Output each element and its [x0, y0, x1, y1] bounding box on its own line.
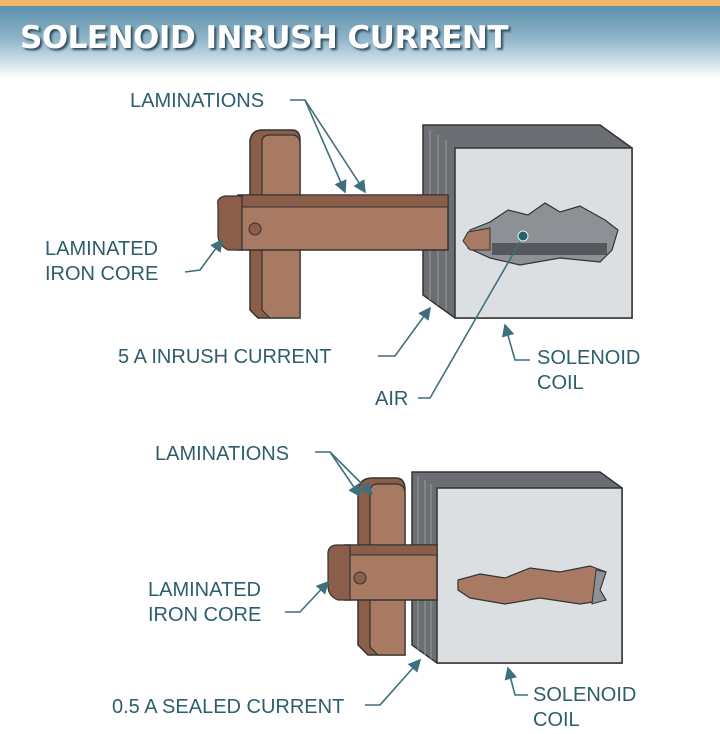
bottom-iron-core [327, 477, 438, 656]
title-banner: SOLENOID INRUSH CURRENT [0, 6, 720, 78]
bottom-core-label-line1: LAMINATED [148, 579, 261, 601]
top-iron-core [217, 129, 449, 319]
top-laminations-label: LAMINATIONS [130, 90, 264, 112]
top-coil-label-line2: COIL [537, 372, 584, 394]
bottom-coil [411, 471, 623, 664]
top-core-label-line2: IRON CORE [45, 263, 158, 285]
sealed-current-label: 0.5 A SEALED CURRENT [112, 696, 344, 718]
top-coil [422, 124, 633, 319]
inrush-current-label: 5 A INRUSH CURRENT [118, 346, 331, 368]
accent-bar [0, 0, 720, 6]
bottom-laminations-label: LAMINATIONS [155, 443, 289, 465]
bottom-solenoid: LAMINATIONS LAMINATED IRON CORE 0.5 A SE… [112, 443, 636, 731]
top-leaders [184, 99, 530, 399]
top-core-label-line1: LAMINATED [45, 238, 158, 260]
bottom-core-label-line2: IRON CORE [148, 604, 261, 626]
bottom-coil-label-line1: SOLENOID [533, 684, 636, 706]
air-label: AIR [375, 388, 408, 410]
page-title: SOLENOID INRUSH CURRENT [20, 20, 508, 56]
top-coil-label-line1: SOLENOID [537, 347, 640, 369]
top-solenoid: LAMINATIONS LAMINATED IRON CORE 5 A INRU… [45, 90, 640, 410]
bottom-coil-label-line2: COIL [533, 709, 580, 731]
bottom-leaders [285, 451, 528, 706]
